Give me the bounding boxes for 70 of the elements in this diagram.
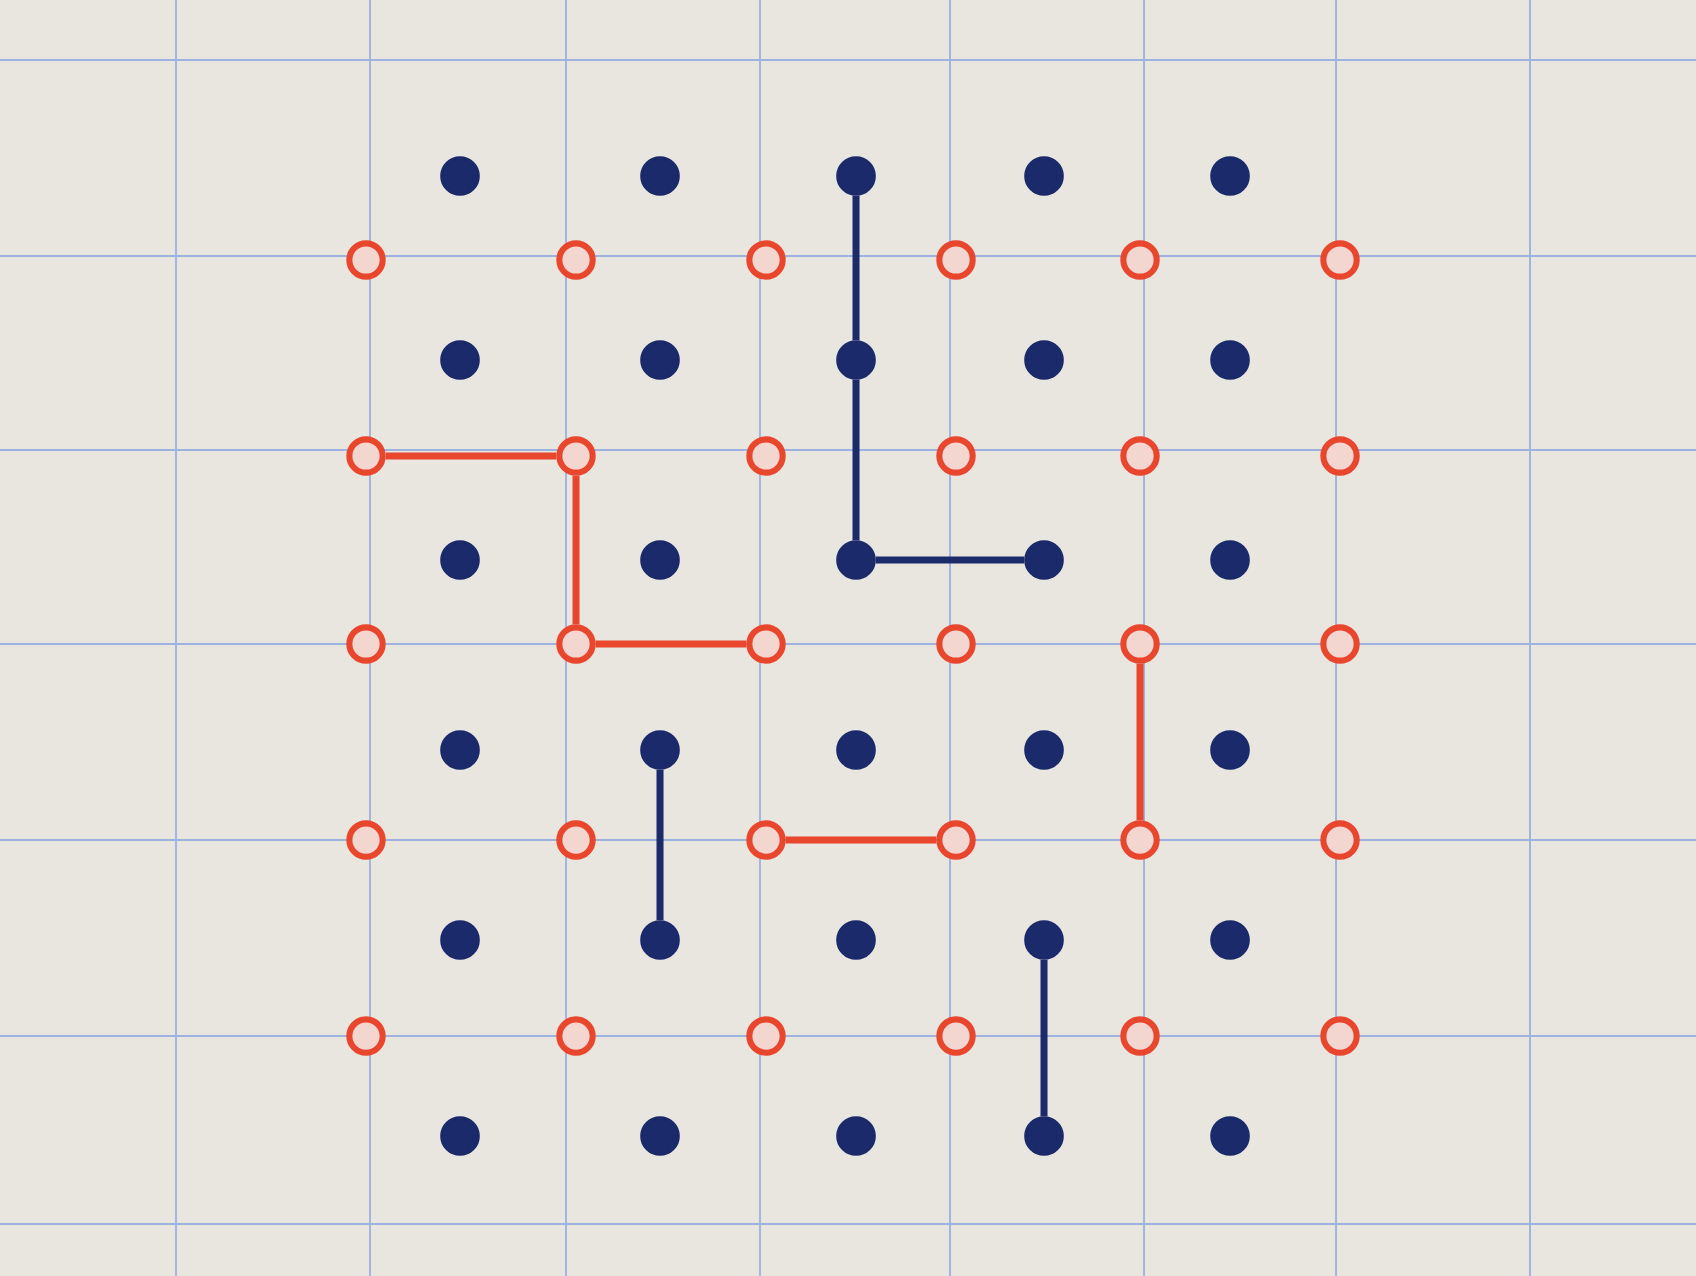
dot (836, 156, 876, 196)
dot (1024, 340, 1064, 380)
dot (836, 730, 876, 770)
dot (346, 1016, 386, 1056)
dot (440, 730, 480, 770)
dot (936, 240, 976, 280)
dot (640, 540, 680, 580)
dot (640, 920, 680, 960)
line-segment (385, 452, 557, 460)
line-segment (572, 475, 580, 625)
dot (1120, 624, 1160, 664)
dot (1210, 340, 1250, 380)
dot (1210, 730, 1250, 770)
dot (640, 730, 680, 770)
dot (836, 1116, 876, 1156)
dot (746, 820, 786, 860)
dot (640, 340, 680, 380)
dot (1320, 436, 1360, 476)
dot (746, 240, 786, 280)
dot (556, 624, 596, 664)
line-segment (875, 556, 1025, 564)
dot (1210, 540, 1250, 580)
dot (836, 920, 876, 960)
dot (746, 436, 786, 476)
dot (746, 1016, 786, 1056)
dot (556, 820, 596, 860)
dot (936, 436, 976, 476)
dot (936, 624, 976, 664)
dot (1120, 1016, 1160, 1056)
dot (440, 920, 480, 960)
line-segment (656, 769, 664, 921)
dot (1120, 240, 1160, 280)
dot (1024, 1116, 1064, 1156)
dot (1210, 920, 1250, 960)
line-segment (1040, 959, 1048, 1117)
dot (746, 624, 786, 664)
dot (1024, 730, 1064, 770)
dot (836, 340, 876, 380)
dot (1024, 156, 1064, 196)
dot (346, 240, 386, 280)
dot (1120, 436, 1160, 476)
dot (346, 820, 386, 860)
dot (556, 240, 596, 280)
dot (1320, 240, 1360, 280)
dot (1210, 156, 1250, 196)
dot (346, 624, 386, 664)
line-segment (852, 379, 860, 541)
dot (1120, 820, 1160, 860)
line-segment (785, 836, 937, 844)
line-segment (595, 640, 747, 648)
dot (836, 540, 876, 580)
dot (640, 1116, 680, 1156)
dot (1320, 624, 1360, 664)
line-segment (852, 195, 860, 341)
dot (440, 340, 480, 380)
dot (1024, 920, 1064, 960)
dot (640, 156, 680, 196)
dot (1320, 1016, 1360, 1056)
dot (440, 540, 480, 580)
dot (1320, 820, 1360, 860)
dot (936, 820, 976, 860)
dot (1024, 540, 1064, 580)
dot (440, 156, 480, 196)
dot (1210, 1116, 1250, 1156)
dot (936, 1016, 976, 1056)
dot (346, 436, 386, 476)
dot (556, 1016, 596, 1056)
dot (556, 436, 596, 476)
line-segment (1136, 663, 1144, 821)
dot (440, 1116, 480, 1156)
